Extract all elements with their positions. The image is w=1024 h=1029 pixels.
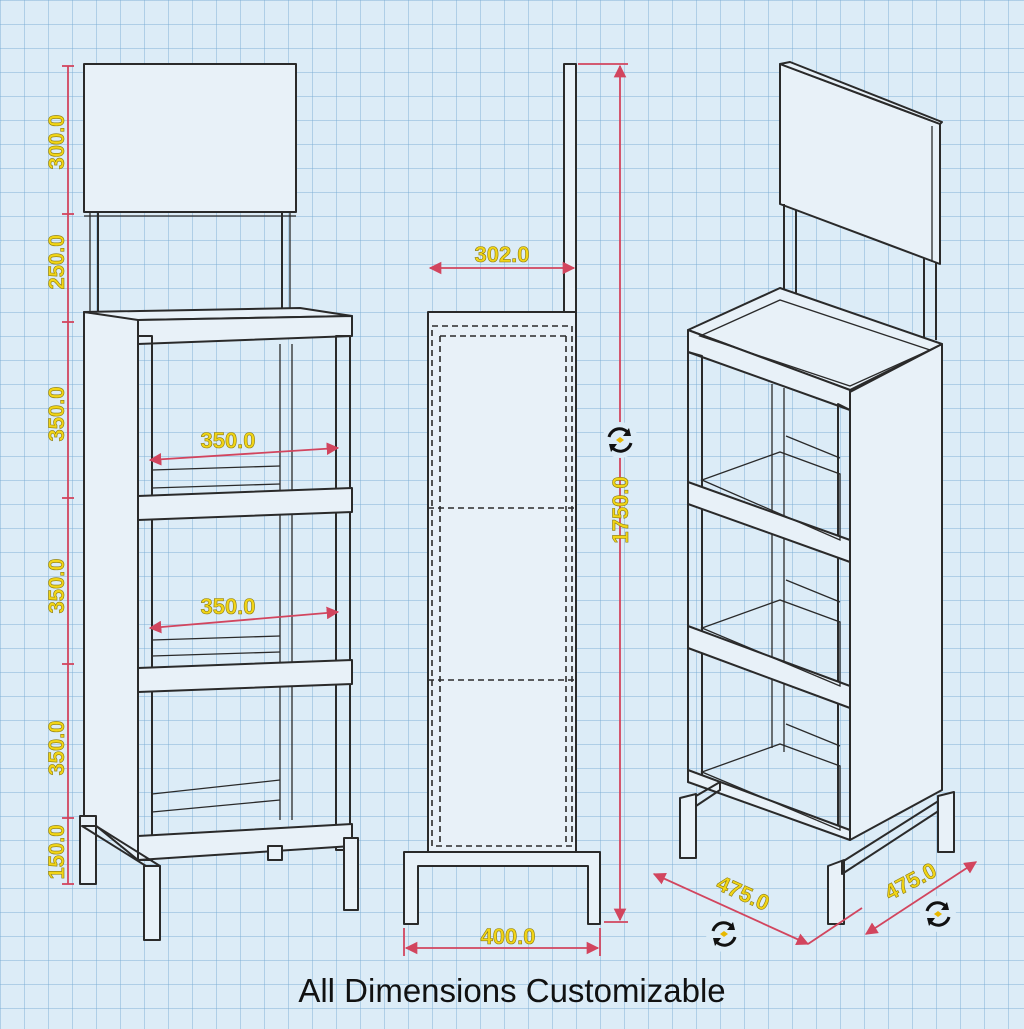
iso-shelf-3 [687, 769, 851, 841]
front-shelf-1 [137, 487, 353, 521]
dim-shelf-width-1: 350.0 [200, 428, 255, 453]
dim-base-height: 150.0 [44, 824, 69, 879]
front-header-panel [83, 63, 297, 213]
rotate-icon[interactable] [920, 896, 956, 932]
front-shelf-3 [137, 823, 353, 861]
dim-base-width: 400.0 [480, 924, 535, 949]
dim-top-depth: 302.0 [474, 242, 529, 267]
iso-shelf-2 [687, 625, 851, 709]
side-base-frame [403, 851, 601, 925]
iso-view: 475.0 475.0 [652, 61, 978, 952]
front-side-panel [83, 311, 139, 861]
dim-header-height: 300.0 [44, 114, 69, 169]
rotate-icon[interactable] [602, 422, 638, 458]
dim-shelf-1-height: 350.0 [44, 386, 69, 441]
dim-shelf-width-2: 350.0 [200, 594, 255, 619]
front-view: 300.0 250.0 350.0 350.0 350.0 150.0 350.… [44, 63, 359, 941]
dim-riser-height: 250.0 [44, 234, 69, 289]
side-header-post [563, 63, 577, 315]
dim-footprint-left: 475.0 [713, 871, 773, 916]
side-view: 302.0 1750.0 400.0 [403, 63, 638, 956]
caption: All Dimensions Customizable [298, 972, 726, 1009]
rotate-icon[interactable] [706, 916, 742, 952]
dim-shelf-2-height: 350.0 [44, 558, 69, 613]
front-shelf-2 [137, 659, 353, 693]
dim-total-height: 1750.0 [608, 476, 633, 543]
iso-side-panel [849, 343, 943, 841]
dim-shelf-3-height: 350.0 [44, 720, 69, 775]
side-cabinet [427, 311, 577, 853]
iso-shelf-1 [687, 481, 851, 563]
